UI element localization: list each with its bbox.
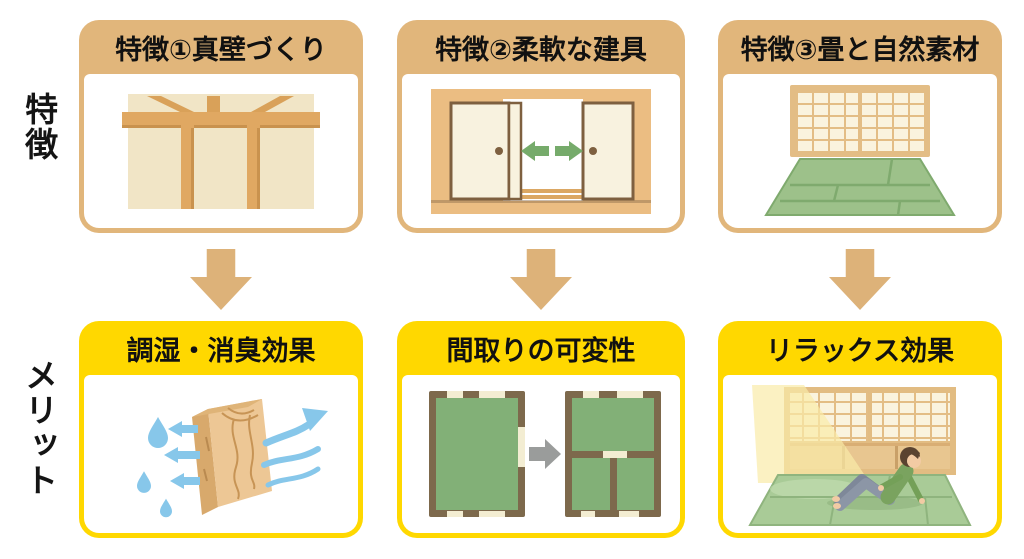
airflow-arrow-icons	[261, 408, 328, 488]
floorplan-after	[565, 390, 661, 517]
feature-card-fittings: 特徴②柔軟な建具	[397, 20, 685, 233]
feature-card-body	[402, 74, 680, 228]
feature-card-title: 特徴①真壁づくり	[115, 34, 327, 66]
merit-card-relax: リラックス効果	[718, 321, 1002, 538]
feature-card-title: 特徴②柔軟な建具	[435, 34, 647, 66]
down-arrow-icon	[829, 249, 891, 310]
merit-card-body	[84, 375, 358, 533]
floorplan-before	[429, 390, 525, 517]
merit-card-floorplan: 間取りの可変性	[397, 321, 685, 538]
feature-card-body	[84, 74, 358, 228]
merit-card-body	[402, 375, 680, 533]
feature-card-tatami: 特徴③畳と自然素材	[718, 20, 1002, 233]
moisture-arrow-icons	[164, 421, 200, 489]
tatami-room-icon	[764, 85, 956, 216]
merit-card-title: リラックス効果	[765, 335, 955, 367]
down-arrow-icon	[190, 249, 252, 310]
floorplan-change-icon	[429, 390, 661, 517]
arrow-right-icon	[555, 140, 583, 161]
feature-card-body	[723, 74, 997, 228]
relax-on-tatami-icon	[748, 385, 972, 526]
change-arrow-icon	[529, 438, 561, 469]
feature-card-shinkabe: 特徴①真壁づくり	[79, 20, 363, 233]
person-relaxing	[832, 447, 925, 511]
row-label-merits: メリット	[19, 358, 59, 498]
wood-humidity-icon	[137, 399, 328, 518]
water-drop-icon	[137, 417, 172, 518]
sliding-doors-icon	[431, 88, 651, 214]
merit-card-body	[723, 375, 997, 533]
light-beam	[752, 385, 870, 483]
merit-card-title: 調湿・消臭効果	[126, 335, 316, 367]
shinkabe-wall-icon	[122, 93, 320, 209]
row-label-features: 特徴	[19, 92, 59, 162]
feature-card-title: 特徴③畳と自然素材	[740, 34, 980, 66]
merit-card-title: 間取りの可変性	[446, 335, 636, 367]
arrow-left-icon	[521, 140, 549, 161]
down-arrow-icon	[510, 249, 572, 310]
merit-card-humidity: 調湿・消臭効果	[79, 321, 363, 538]
